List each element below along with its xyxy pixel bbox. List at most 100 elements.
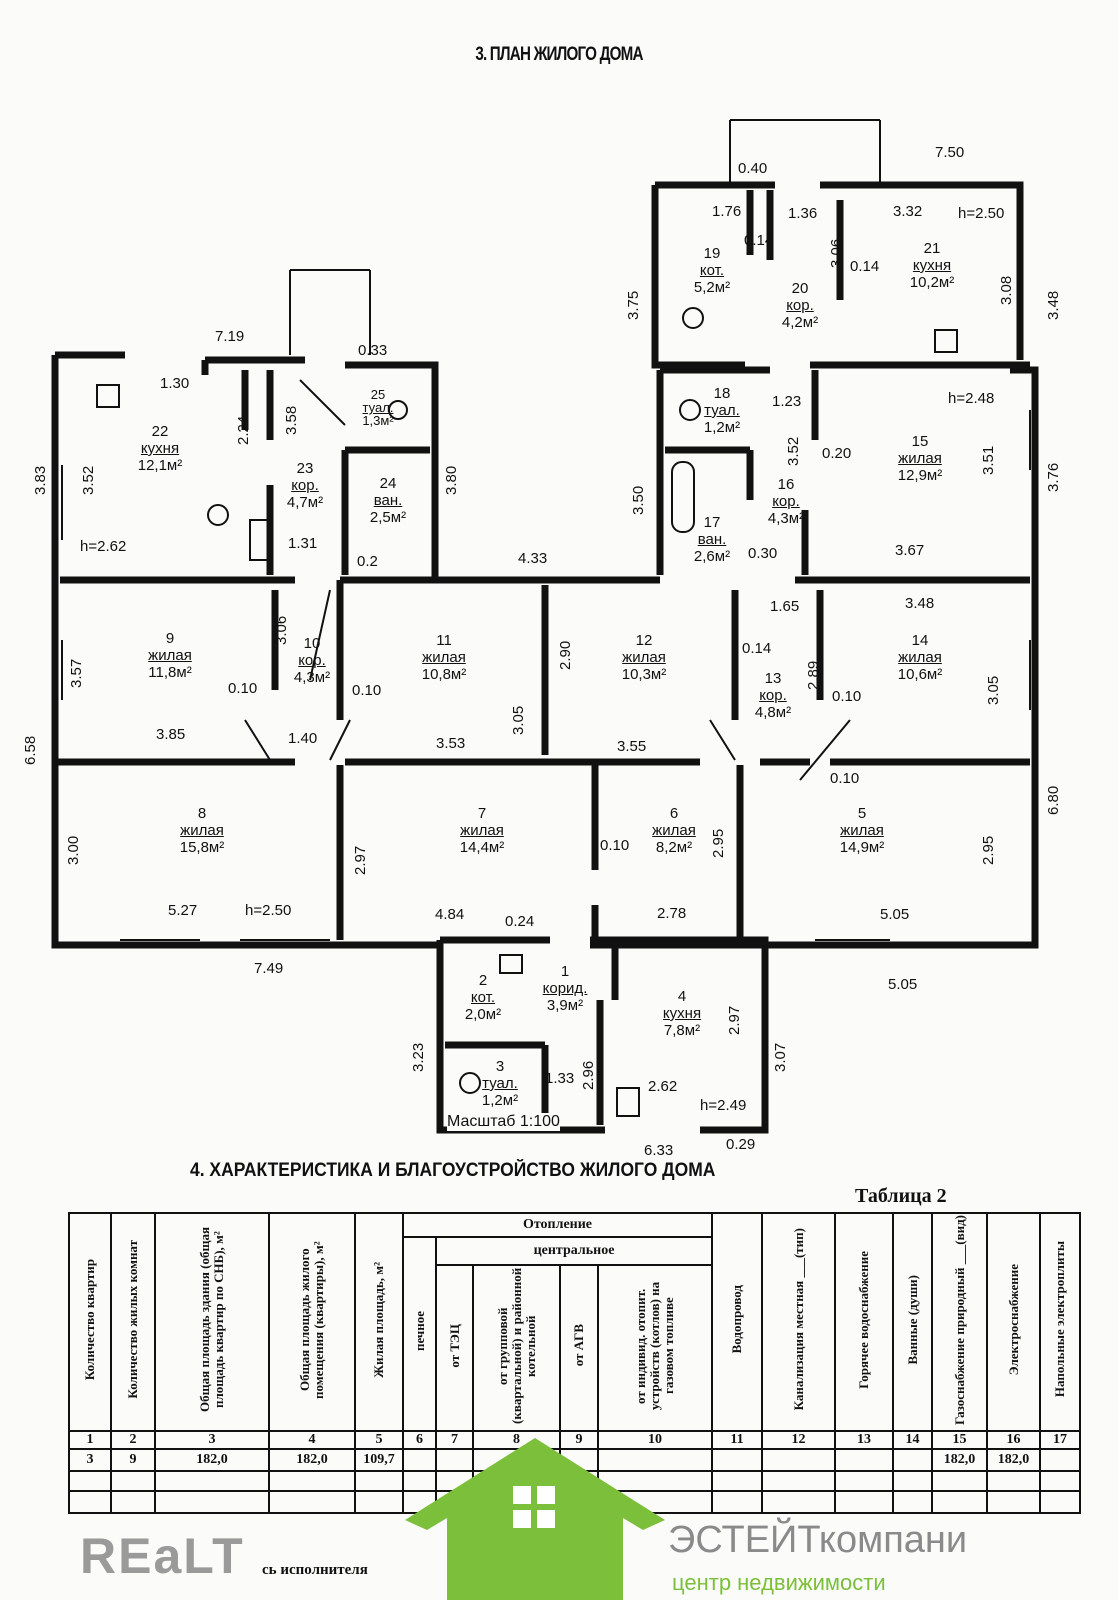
dimension: 4.84	[435, 906, 465, 923]
dimension: 5.27	[168, 902, 198, 919]
col-number: 1	[68, 1430, 112, 1450]
header-col-4: Общая площадь жилого помещения (квартиры…	[297, 1240, 326, 1399]
header-col-8: от групповой (квартальной) и районной ко…	[494, 1267, 538, 1424]
dimension: 3.50	[630, 485, 647, 515]
dimension: 3.75	[625, 290, 642, 320]
characteristics-table: Количество квартир Количество жилых комн…	[68, 1212, 1081, 1514]
header-col-10: от индивид. отопит. устройств (котлов) н…	[633, 1281, 676, 1410]
dimension: 3.80	[443, 465, 460, 495]
col-number: 4	[268, 1430, 356, 1450]
header-col-5: Жилая площадь, м²	[371, 1261, 386, 1378]
dimension: 5.05	[880, 906, 910, 923]
section-title: 4. ХАРАКТЕРИСТИКА И БЛАГОУСТРОЙСТВО ЖИЛО…	[190, 1160, 716, 1181]
dimension: 1.31	[288, 535, 318, 552]
header-col-16: Электроснабжение	[1005, 1263, 1021, 1376]
dimension: 0.40	[738, 160, 768, 177]
table-caption: Таблица 2	[855, 1185, 947, 1207]
header-col-9: от АГВ	[571, 1324, 586, 1367]
header-col-12: Канализация местная ___(тип)	[790, 1228, 806, 1411]
dimension: 0.24	[505, 913, 535, 930]
header-col-3: Общая площадь здания (общая площадь квар…	[197, 1227, 226, 1412]
table-cell: 182,0	[931, 1448, 988, 1472]
header-col-15: Газоснабжение природный ___(вид)	[951, 1214, 967, 1425]
dimension: 3.06	[828, 238, 845, 268]
dimension: 0.29	[726, 1136, 756, 1153]
dimension: 3.08	[998, 275, 1015, 305]
col-number: 10	[597, 1430, 713, 1450]
col-number: 13	[834, 1430, 894, 1450]
dimension: 3.00	[65, 835, 82, 865]
dimension: 6.58	[22, 735, 39, 765]
dimension: 3.85	[156, 726, 186, 743]
dimension: h=2.50	[958, 205, 1005, 222]
table-cell: 3	[68, 1448, 112, 1472]
dimension: 0.14	[850, 258, 880, 275]
dimension: 7.50	[935, 144, 965, 161]
dimension: 1.36	[788, 205, 818, 222]
dimension: 1.76	[712, 203, 742, 220]
header-heating: Отопление	[402, 1212, 713, 1238]
house-logo-icon	[405, 1438, 665, 1600]
table-cell: 109,7	[354, 1448, 404, 1472]
table-cell	[597, 1448, 713, 1472]
header-col-1: Количество квартир	[82, 1258, 97, 1381]
col-number: 9	[559, 1430, 599, 1450]
scale-label: Масштаб 1:100	[447, 1113, 560, 1131]
dimension: 7.49	[254, 960, 284, 977]
dimension: 2.24	[235, 415, 252, 445]
dimension: 3.32	[893, 203, 923, 220]
dimension: h=2.50	[245, 902, 292, 919]
plan-title: 3. ПЛАН ЖИЛОГО ДОМА	[475, 44, 643, 65]
dimension: 6.33	[644, 1142, 674, 1159]
dimension: 3.76	[1045, 462, 1062, 492]
dimension: 0.33	[358, 342, 388, 359]
table-cell: 182,0	[268, 1448, 356, 1472]
dimension: 2.78	[657, 905, 687, 922]
table-cell	[761, 1448, 836, 1472]
dimension: 0.10	[228, 680, 258, 697]
dimension: 2.95	[980, 835, 997, 865]
dimension: 1.23	[772, 393, 802, 410]
dimension: 1.33	[545, 1070, 575, 1087]
col-number: 2	[110, 1430, 156, 1450]
table-cell	[1039, 1448, 1081, 1472]
col-number: 12	[761, 1430, 836, 1450]
header-col-17: Напольные электроплиты	[1052, 1241, 1067, 1398]
dimension: h=2.48	[948, 390, 995, 407]
dimension: 3.06	[273, 615, 290, 645]
dimension: 7.19	[215, 328, 245, 345]
col-number: 14	[892, 1430, 933, 1450]
dimension: 0.2	[357, 553, 378, 570]
dimension: 2.97	[352, 845, 369, 875]
dimension: 3.07	[772, 1042, 789, 1072]
watermark-tagline: центр недвижимости	[672, 1570, 886, 1595]
header-col-11: Водопровод	[729, 1285, 744, 1354]
dimension: 5.05	[888, 976, 918, 993]
table-cell: 182,0	[986, 1448, 1041, 1472]
header-col-2: Количество жилых комнат	[125, 1240, 140, 1399]
table-cell: 182,0	[154, 1448, 270, 1472]
dimension: h=2.62	[80, 538, 127, 555]
col-number: 3	[154, 1430, 270, 1450]
dimension: 0.20	[822, 445, 852, 462]
